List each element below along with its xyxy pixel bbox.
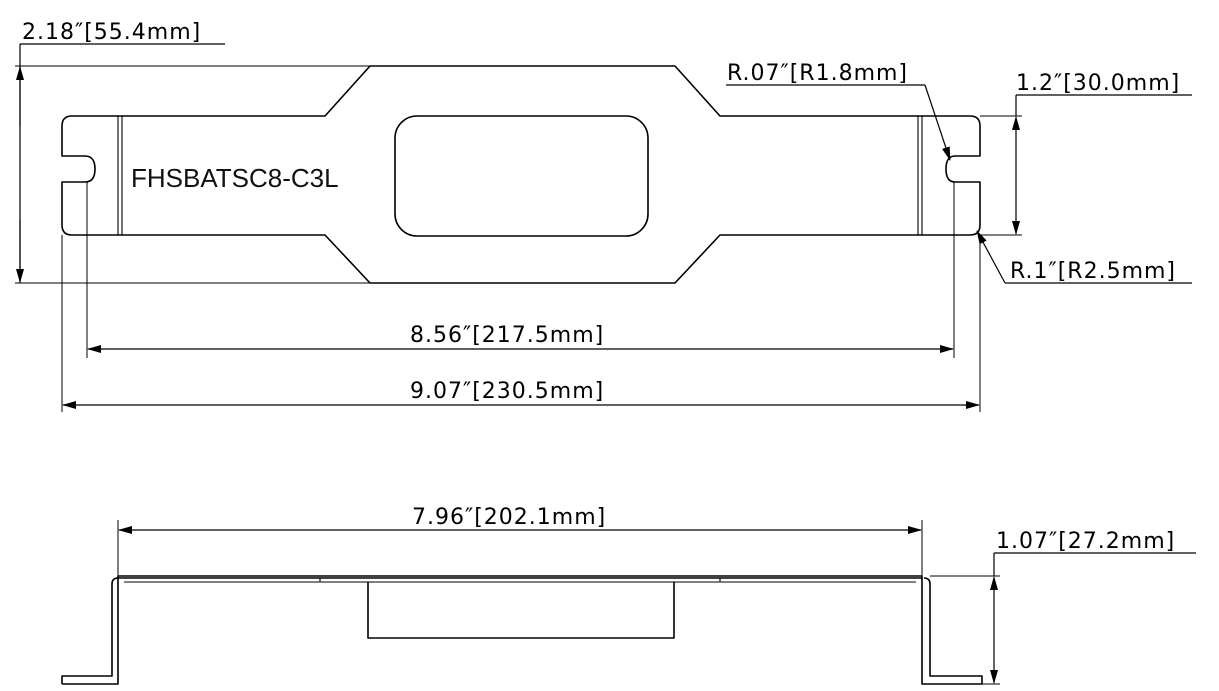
top-view: FHSBATSC8-C3L [61, 65, 981, 284]
fillet-radius-label: R.07″[R1.8mm] [727, 61, 908, 86]
part-number-label: FHSBATSC8-C3L [131, 163, 339, 193]
dim-slot-center-distance: 8.56″[217.5mm] [86, 182, 955, 358]
side-window [367, 582, 675, 639]
center-window [394, 115, 649, 237]
slot-center-distance-label: 8.56″[217.5mm] [410, 323, 604, 348]
side-profile [62, 575, 983, 685]
corner-radius-label: R.1″[R2.5mm] [1010, 259, 1176, 284]
dim-fillet-radius: R.07″[R1.8mm] [726, 61, 951, 161]
dim-side-height: 1.07″[27.2mm] [930, 529, 1196, 685]
bracket-outline [61, 65, 981, 284]
side-view [61, 575, 983, 685]
dim-overall-length: 9.07″[230.5mm] [61, 235, 981, 412]
slot-spacing-label: 1.2″[30.0mm] [1016, 71, 1180, 96]
dim-overall-height: 2.18″[55.4mm] [15, 20, 370, 284]
dim-corner-radius: R.1″[R2.5mm] [976, 230, 1192, 284]
overall-length-label: 9.07″[230.5mm] [410, 379, 604, 404]
side-top-length-label: 7.96″[202.1mm] [412, 505, 606, 530]
side-height-label: 1.07″[27.2mm] [996, 529, 1175, 554]
overall-height-label: 2.18″[55.4mm] [22, 20, 201, 45]
dim-slot-spacing: 1.2″[30.0mm] [980, 71, 1192, 236]
dim-side-top-length: 7.96″[202.1mm] [117, 505, 923, 576]
